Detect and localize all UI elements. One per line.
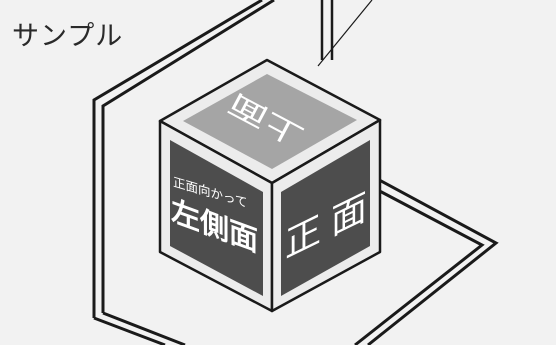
cube-left-face [170, 140, 263, 296]
back-wall [92, 0, 334, 318]
cube: 上面 正面向かって 左側面 正面 [158, 58, 382, 313]
cube-top-face [183, 74, 357, 169]
cube-right-face [281, 140, 370, 296]
leader-line [317, 0, 373, 67]
sample-label: サンプル [12, 21, 124, 52]
floor [93, 173, 499, 345]
